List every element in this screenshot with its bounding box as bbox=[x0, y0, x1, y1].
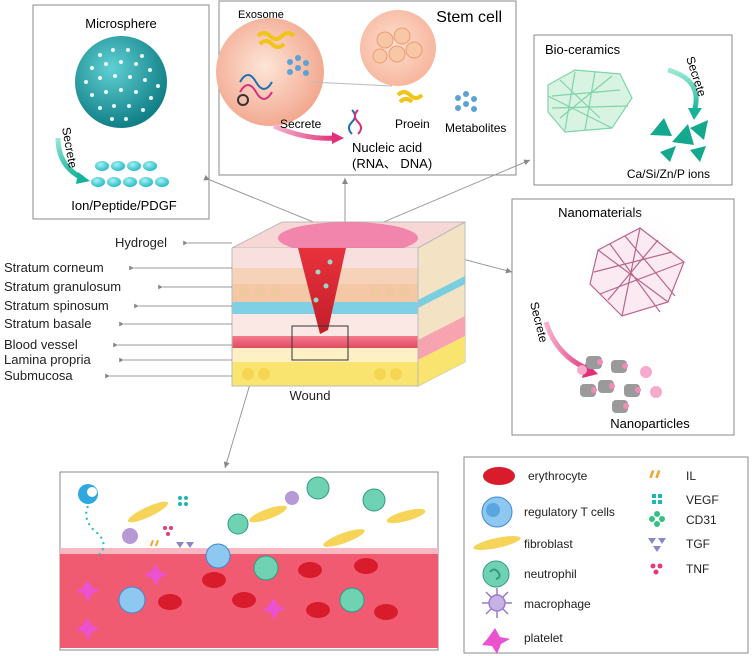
stem-cell-nucleus bbox=[372, 27, 423, 64]
nucleic-acid-sub-label: (RNA、 DNA) bbox=[352, 156, 432, 171]
legend-neutrophil-label: neutrophil bbox=[524, 567, 577, 581]
label-stratum-granulosum: Stratum granulosum bbox=[4, 279, 121, 294]
microsphere-product-label: Ion/Peptide/PDGF bbox=[71, 198, 177, 213]
detail-platelets bbox=[76, 564, 286, 640]
legend-il-label: IL bbox=[686, 469, 696, 483]
hydrogel-layer bbox=[278, 222, 418, 254]
microsphere-title: Microsphere bbox=[85, 16, 157, 31]
detail-fibroblasts bbox=[127, 501, 426, 547]
legend-macrophage-label: macrophage bbox=[524, 597, 591, 611]
wound-detail-panel bbox=[59, 471, 439, 651]
legend-panel: erythrocyte regulatory T cells fibroblas… bbox=[463, 456, 749, 654]
label-stratum-spinosum: Stratum spinosum bbox=[4, 298, 109, 313]
stemcell-secrete-label: Secrete bbox=[280, 117, 322, 131]
wound-cavity bbox=[298, 248, 346, 334]
detail-neutrophils bbox=[227, 476, 386, 613]
nanoparticles-cluster bbox=[577, 356, 662, 413]
nanomaterials-panel: Nanomaterials Secrete Nanoparticles bbox=[511, 198, 735, 436]
legend-tgf-label: TGF bbox=[686, 537, 710, 551]
stemcell-secrete-arrow bbox=[272, 123, 336, 141]
legend-fibroblast-label: fibroblast bbox=[524, 537, 573, 551]
microsphere-panel: Microsphere Secrete Ion/Peptide/PDGF bbox=[32, 4, 210, 220]
legend-neutrophil-icon bbox=[482, 560, 510, 588]
bioceramics-secrete-arrow bbox=[667, 67, 699, 113]
nanomaterials-product-label: Nanoparticles bbox=[610, 416, 690, 431]
label-hydrogel: Hydrogel bbox=[115, 235, 167, 250]
skin-block bbox=[231, 221, 466, 387]
detail-macrophages bbox=[122, 491, 299, 544]
label-lamina-propria: Lamina propria bbox=[4, 352, 91, 367]
label-wound: Wound bbox=[290, 388, 331, 403]
detail-erythrocytes bbox=[158, 558, 398, 620]
label-submucosa: Submucosa bbox=[4, 368, 73, 383]
bioceramics-ion-particles bbox=[650, 118, 708, 162]
stemcell-protein-blob bbox=[396, 90, 424, 104]
skin-cells-pattern bbox=[240, 287, 410, 380]
wound-particles bbox=[313, 259, 333, 303]
label-stratum-corneum: Stratum corneum bbox=[4, 260, 104, 275]
bioceramics-scaffold bbox=[547, 69, 633, 133]
detail-tcells bbox=[118, 543, 231, 614]
legend-tnf-label: TNF bbox=[686, 562, 709, 576]
detail-factors bbox=[149, 496, 194, 548]
label-stratum-basale: Stratum basale bbox=[4, 316, 91, 331]
nanomaterials-cage bbox=[589, 227, 685, 317]
legend-tcell-label: regulatory T cells bbox=[524, 505, 615, 519]
legend-fibroblast-icon bbox=[473, 536, 521, 550]
metabolites-label: Metabolites bbox=[445, 121, 506, 135]
stemcell-nucleic-helix bbox=[348, 109, 362, 135]
legend-erythrocyte-icon bbox=[483, 467, 515, 485]
layer-lamina-propria bbox=[232, 348, 418, 362]
bioceramics-product-label: Ca/Si/Zn/P ions bbox=[627, 167, 710, 181]
stemcell-panel: Exosome Stem cell Secret bbox=[216, 0, 517, 176]
nucleic-acid-label: Nucleic acid bbox=[352, 140, 422, 155]
detail-microsphere bbox=[78, 484, 105, 557]
layer-blood-vessel bbox=[232, 336, 418, 348]
legend-erythrocyte-label: erythrocyte bbox=[528, 469, 588, 483]
legend-platelet-icon bbox=[482, 628, 510, 654]
microsphere-beads bbox=[91, 161, 169, 187]
exosome-vesicle bbox=[216, 18, 324, 126]
legend-il-icon bbox=[649, 470, 661, 479]
microsphere-sphere bbox=[75, 36, 167, 128]
legend-platelet-label: platelet bbox=[524, 631, 563, 645]
bioceramics-title: Bio-ceramics bbox=[545, 42, 621, 57]
legend-tgf-icon bbox=[648, 538, 666, 552]
stemcell-metabolite-cluster bbox=[455, 91, 477, 112]
legend-macrophage-icon bbox=[482, 588, 512, 618]
stemcell-title: Stem cell bbox=[436, 9, 502, 26]
exosome-label: Exosome bbox=[238, 9, 284, 21]
exosome-cargo bbox=[237, 31, 309, 106]
legend-cd31-label: CD31 bbox=[686, 513, 717, 527]
legend-vegf-icon bbox=[652, 494, 662, 504]
label-blood-vessel: Blood vessel bbox=[4, 337, 78, 352]
legend-tnf-icon bbox=[650, 563, 663, 575]
skin-layer-labels bbox=[105, 240, 232, 379]
legend-vegf-label: VEGF bbox=[686, 493, 719, 507]
legend-cd31-icon bbox=[649, 511, 665, 527]
wound-zoom-box bbox=[291, 325, 349, 361]
protein-label: Proein bbox=[395, 117, 430, 131]
bioceramics-panel: Bio-ceramics Secrete Ca/Si/Zn/P ions bbox=[533, 34, 733, 186]
stemcell-link-line bbox=[309, 81, 393, 87]
